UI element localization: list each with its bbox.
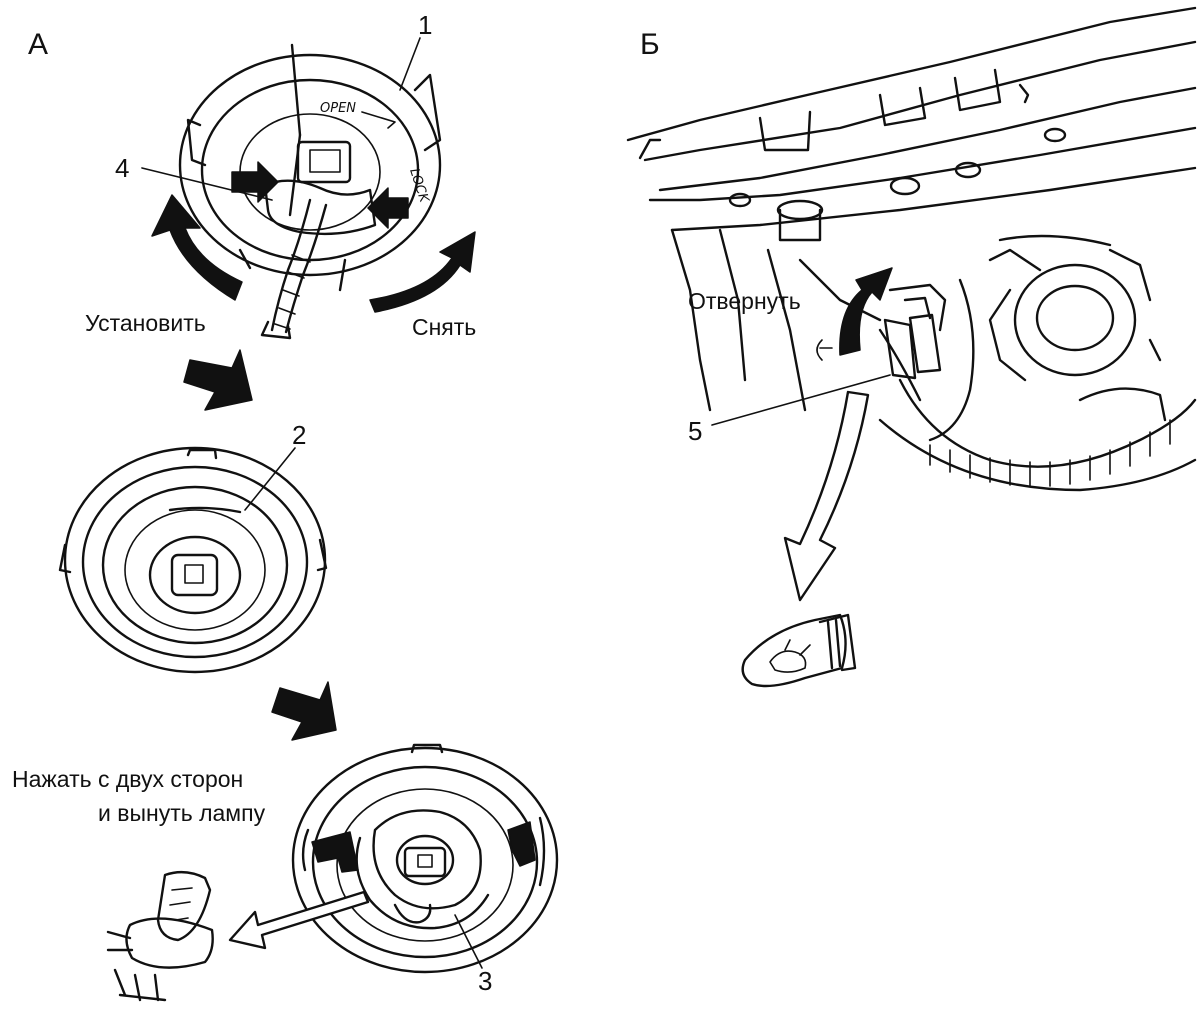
press-label-line2: и вынуть лампу [98,800,266,826]
callout-5: 5 [688,416,703,446]
callout-4: 4 [115,153,130,183]
socket-lock-text: LOCK [406,167,431,206]
wedge-bulb [741,613,857,688]
callout-2: 2 [292,420,307,450]
socket-open-text: OPEN [320,101,356,116]
callout-1: 1 [418,10,433,40]
panel-b-label: Б [640,28,660,61]
step-arrow-icon [183,349,253,411]
extract-arrow-icon-b [783,390,870,602]
extract-arrow-icon [228,890,370,950]
step-arrow-icon-2 [271,681,337,741]
h4-bulb [106,870,214,1002]
callout-2-leader [244,447,296,511]
unscrew-label: Отвернуть [688,288,801,314]
callout-3-leader [454,914,483,969]
wire-harness [260,198,328,340]
press-label-line1: Нажать с двух сторон [12,766,244,792]
bulb-socket-middle [58,446,328,674]
callout-3: 3 [478,966,493,996]
install-label: Установить [85,310,206,336]
engine-bay [626,6,1197,492]
bulb-socket-bottom [291,743,559,974]
remove-label: Снять [412,314,477,340]
unscrew-arrow-icon [839,267,893,356]
callout-4-leader [141,167,273,201]
install-arrow-icon [151,194,243,301]
callout-5-leader [711,374,891,426]
remove-arrow-icon [369,231,476,313]
headlamp-socket-top: OPEN LOCK [178,43,442,292]
callout-1-leader [399,37,421,91]
panel-a-label: А [28,28,49,61]
